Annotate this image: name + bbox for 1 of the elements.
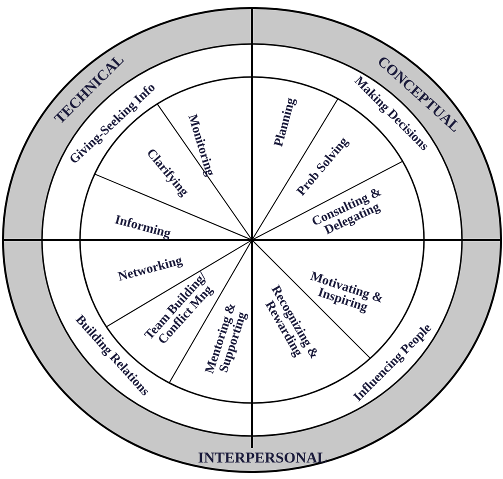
ring-label: INTERPERSONAL [198, 452, 326, 466]
